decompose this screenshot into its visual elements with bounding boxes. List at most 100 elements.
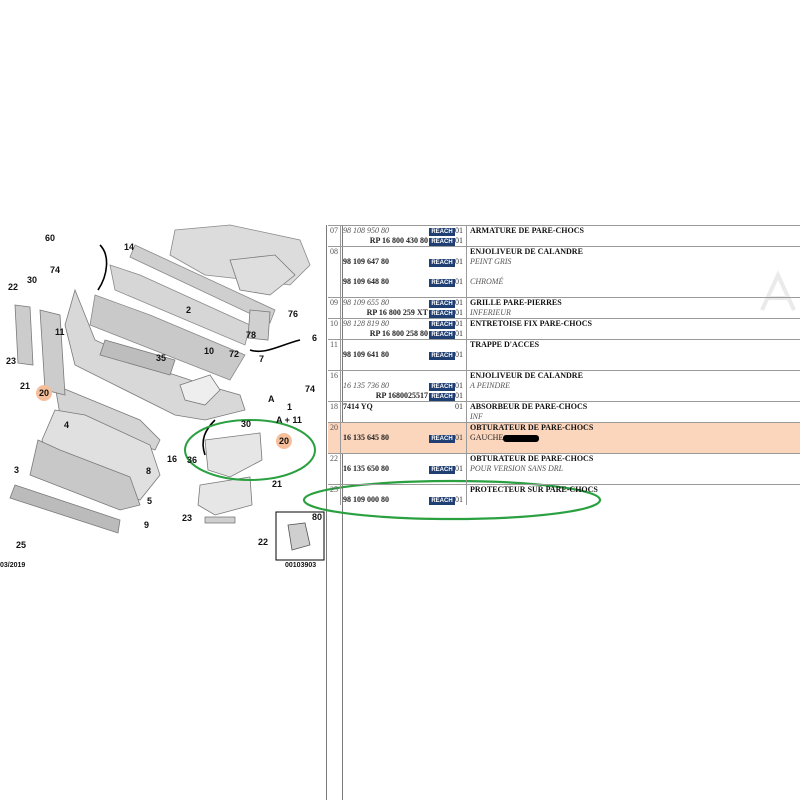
callout: 7	[259, 354, 264, 364]
diagram-code: 00103903	[285, 562, 316, 569]
callout: 30	[241, 419, 251, 429]
reach-badge: REACH	[429, 466, 455, 474]
part-title: ENJOLIVEUR DE CALANDRE	[470, 371, 583, 380]
quantity: 01	[455, 329, 463, 338]
callout: 16	[167, 454, 177, 464]
part-reference: 16 135 650 80	[343, 464, 389, 473]
callout: 30	[27, 275, 37, 285]
side-cover-sketch	[197, 254, 296, 524]
quantity: 01	[455, 277, 463, 286]
table-row[interactable]: 07 98 108 950 80 RP 16 800 430 80 REACH …	[328, 225, 800, 247]
part-reference: 98 109 648 80	[343, 277, 389, 286]
part-variant: PEINT GRIS	[470, 257, 512, 266]
quantity: 01	[455, 257, 463, 266]
callout: 3	[14, 465, 19, 475]
callout: 4	[64, 420, 69, 430]
reach-badge: REACH	[429, 238, 455, 246]
callout-labels: 60 14 74 22 30 2 76 11 78 6 23 21 72 10 …	[6, 233, 317, 550]
callout: 74	[50, 265, 60, 275]
row-number: 25	[328, 484, 341, 505]
detail-box-80: 80	[275, 511, 325, 561]
callout: 80	[312, 512, 322, 522]
row-number: 16	[328, 370, 341, 402]
part-20-badge	[36, 385, 52, 401]
callout: 9	[144, 520, 149, 530]
upper-structure-sketch	[89, 224, 311, 381]
reach-badge: REACH	[429, 352, 455, 360]
reach-badge: REACH	[429, 383, 455, 391]
table-row[interactable]: 08 98 109 647 80 98 109 648 80 REACH REA…	[328, 246, 800, 298]
reach-badge: REACH	[429, 300, 455, 308]
part-variant: CHROMÉ	[470, 277, 504, 286]
table-row[interactable]: 22 16 135 650 80 REACH 01 OBTURATEUR DE …	[328, 453, 800, 485]
part-variant: POUR VERSION SANS DRL	[470, 464, 564, 473]
table-row-selected[interactable]: 20 16 135 645 80 REACH 01 OBTURATEUR DE …	[328, 422, 800, 454]
callout: 35	[156, 353, 166, 363]
part-title: ABSORBEUR DE PARE-CHOCS	[470, 402, 588, 411]
reach-badge: REACH	[429, 393, 455, 401]
part-reference: 16 135 645 80	[343, 433, 389, 442]
callout: 72	[229, 349, 239, 359]
part-title: OBTURATEUR DE PARE-CHOCS	[470, 454, 594, 463]
part-title: ARMATURE DE PARE-CHOCS	[470, 226, 584, 235]
table-row[interactable]: 18 7414 YQ 01 ABSORBEUR DE PARE-CHOCS IN…	[328, 401, 800, 423]
quantity: 01	[455, 464, 463, 473]
part-reference: RP 16 800 259 XT	[366, 308, 428, 317]
grille-sketch	[9, 304, 161, 534]
row-number: 09	[328, 297, 341, 319]
quantity: 01	[455, 226, 463, 235]
callout: A + 11	[276, 415, 302, 425]
callout: 2	[186, 305, 191, 315]
quantity: 01	[455, 319, 463, 328]
callout: 74	[305, 384, 315, 394]
callout: 21	[20, 381, 30, 391]
callout: 25	[16, 540, 26, 550]
quantity: 01	[455, 381, 463, 390]
table-row[interactable]: 25 98 109 000 80 REACH 01 PROTECTEUR SUR…	[328, 484, 800, 505]
part-variant: INFERIEUR	[470, 308, 511, 317]
part-reference: RP 16 800 258 80	[369, 329, 428, 338]
callout: 21	[272, 479, 282, 489]
part-variant: A PEINDRE	[470, 381, 511, 390]
table-row[interactable]: 11 98 109 641 80 REACH 01 TRAPPE D'ACCES	[328, 339, 800, 371]
callout: 20	[279, 436, 289, 446]
callout: 8	[146, 466, 151, 476]
callout: 60	[45, 233, 55, 243]
reach-badge: REACH	[429, 259, 455, 267]
part-variant: GAUCHE	[470, 433, 504, 442]
bumper-shell-sketch	[64, 288, 246, 421]
leader-lines	[97, 244, 301, 456]
callout: 1	[287, 402, 292, 412]
quantity: 01	[455, 433, 463, 442]
callout: A	[268, 394, 275, 404]
part-reference: 98 109 000 80	[343, 495, 389, 504]
table-row[interactable]: 09 98 109 655 80 RP 16 800 259 XT REACH …	[328, 297, 800, 319]
part-reference: 98 109 641 80	[343, 350, 389, 359]
part-reference: 98 109 655 80	[343, 298, 389, 307]
divider	[326, 225, 327, 800]
table-row[interactable]: 16 16 135 736 80 RP 1680025517 REACH REA…	[328, 370, 800, 402]
part-reference: 98 108 950 80	[343, 226, 389, 235]
callout: 10	[204, 346, 214, 356]
quantity: 01	[455, 298, 463, 307]
row-number: 22	[328, 453, 341, 485]
row-number: 20	[328, 422, 341, 454]
part-reference: 7414 YQ	[343, 402, 373, 411]
reach-badge: REACH	[429, 228, 455, 236]
callout: 11	[55, 327, 65, 337]
diagram-date: 03/2019	[0, 562, 25, 569]
parts-table: 07 98 108 950 80 RP 16 800 430 80 REACH …	[328, 225, 800, 505]
table-row[interactable]: 10 98 128 819 80 RP 16 800 258 80 REACH …	[328, 318, 800, 340]
part-title: PROTECTEUR SUR PARE-CHOCS	[470, 485, 598, 494]
row-number: 11	[328, 339, 341, 371]
quantity: 01	[455, 350, 463, 359]
quantity: 01	[455, 495, 463, 504]
quantity: 01	[455, 391, 463, 400]
part-reference: 16 135 736 80	[343, 381, 389, 390]
part-title: TRAPPE D'ACCES	[470, 340, 540, 349]
callout: 78	[246, 330, 256, 340]
callout: 23	[6, 356, 16, 366]
row-number: 18	[328, 401, 341, 423]
callout: 22	[8, 282, 18, 292]
part-title: ENJOLIVEUR DE CALANDRE	[470, 247, 583, 256]
